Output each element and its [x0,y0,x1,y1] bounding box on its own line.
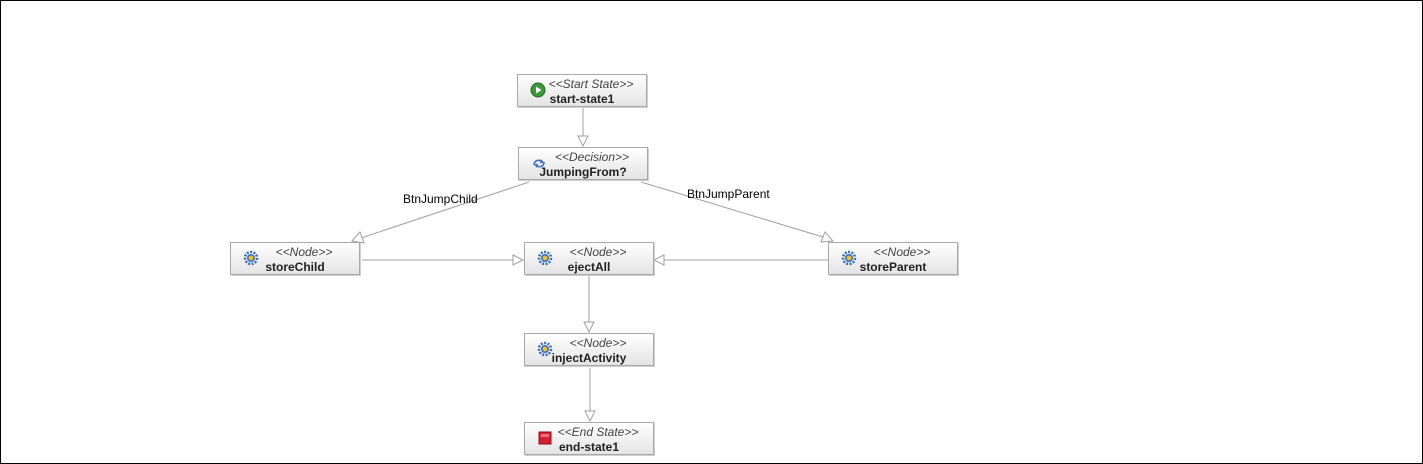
edge-decision-to-storechild [360,181,530,239]
node-storechild[interactable]: <<Node>> storeChild [230,242,360,275]
node-name: injectActivity [551,351,627,365]
transition-label-btnjumpchild: BtnJumpChild [403,192,478,206]
gear-icon [537,341,553,357]
node-start-state1[interactable]: <<Start State>> start-state1 [517,74,647,107]
node-storeparent[interactable]: <<Node>> storeParent [828,242,958,275]
node-stereotype: <<End State>> [557,425,639,439]
transition-label-btnjumpparent: BtnJumpParent [687,187,770,201]
node-name: storeParent [859,260,927,274]
start-icon [530,82,546,98]
node-jumpingfrom[interactable]: <<Decision>> JumpingFrom? [518,147,648,180]
node-stereotype: <<Node>> [569,336,627,350]
decision-icon [533,159,545,168]
node-end-state1[interactable]: <<End State>> end-state1 [524,422,654,455]
node-stereotype: <<Node>> [275,245,333,259]
edge-ejectall-to-injectactivity-arrow [583,321,595,334]
node-name: JumpingFrom? [539,165,627,179]
gear-icon [537,250,553,266]
node-stereotype: <<Start State>> [548,77,634,91]
edge-decision-to-storeparent [640,181,824,238]
edge-storeparent-to-ejectall-arrow [652,254,665,266]
node-ejectall[interactable]: <<Node>> ejectAll [524,242,654,275]
edge-start-to-decision-arrow [577,135,589,148]
gear-icon [841,250,857,266]
edge-storechild-to-ejectall-arrow [512,254,525,266]
edge-decision-to-storeparent-arrow [820,231,835,243]
node-injectactivity[interactable]: <<Node>> injectActivity [524,333,654,366]
node-name: start-state1 [549,92,615,106]
node-name: storeChild [265,260,325,274]
node-stereotype: <<Node>> [569,245,627,259]
node-stereotype: <<Decision>> [554,150,630,164]
node-name: end-state1 [558,440,620,454]
edge-injectactivity-to-end-arrow [584,410,596,423]
end-icon [538,431,552,445]
gear-icon [243,250,259,266]
node-name: ejectAll [567,260,611,274]
node-stereotype: <<Node>> [873,245,931,259]
